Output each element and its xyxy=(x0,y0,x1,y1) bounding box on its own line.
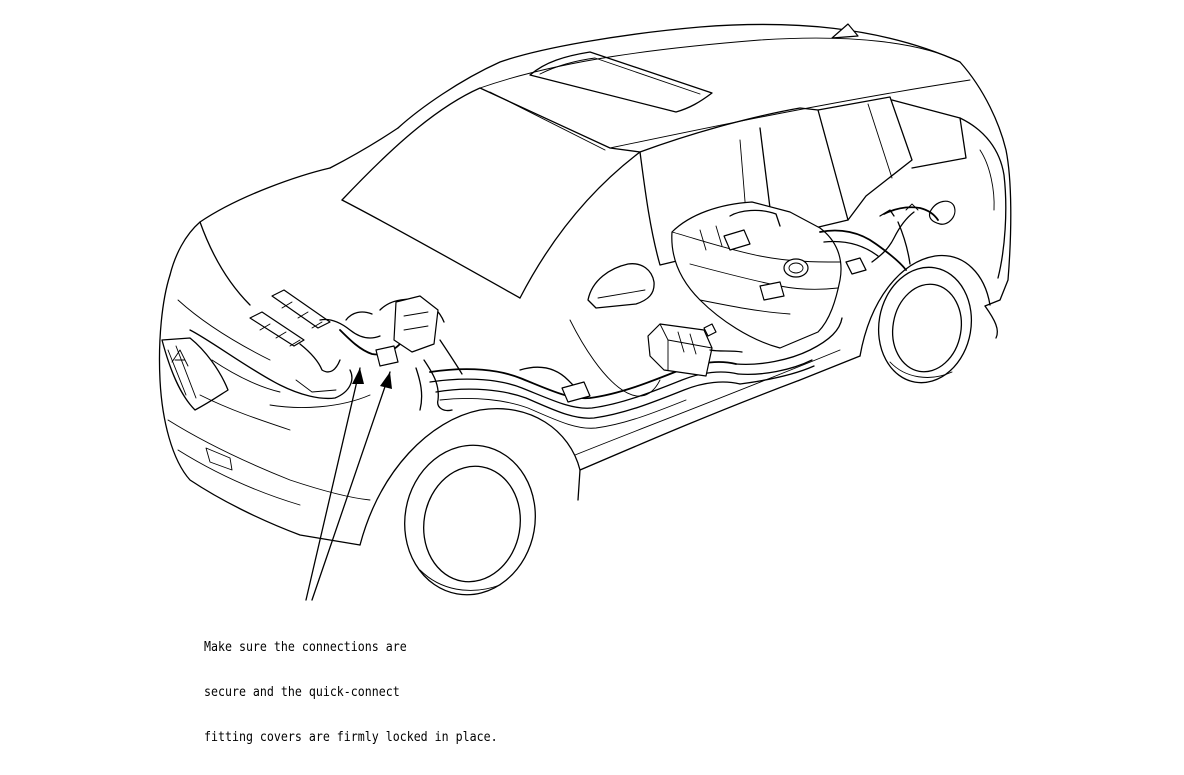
front-wheel xyxy=(359,408,581,596)
rear-wheel xyxy=(859,254,991,384)
callout-leaders xyxy=(305,367,392,601)
vehicle-body xyxy=(158,23,1012,546)
fuel-line-diagram: Make sure the connections are secure and… xyxy=(158,23,1012,745)
fuel-rail-assembly xyxy=(249,289,463,412)
leader-line-left xyxy=(305,367,361,601)
leader-line-right xyxy=(311,371,391,601)
evap-canister xyxy=(647,323,743,377)
vehicle-illustration xyxy=(158,23,1012,596)
arrowhead-right xyxy=(380,372,392,389)
arrowhead-left xyxy=(352,368,364,384)
callout-line-3: fitting covers are firmly locked in plac… xyxy=(204,729,498,745)
fuel-lines xyxy=(429,317,843,429)
callout-line-1: Make sure the connections are xyxy=(204,639,407,655)
callout-note: Make sure the connections are secure and… xyxy=(204,610,548,775)
fuel-tank xyxy=(671,201,842,349)
callout-line-2: secure and the quick-connect xyxy=(204,684,400,700)
filler-neck xyxy=(819,203,939,275)
